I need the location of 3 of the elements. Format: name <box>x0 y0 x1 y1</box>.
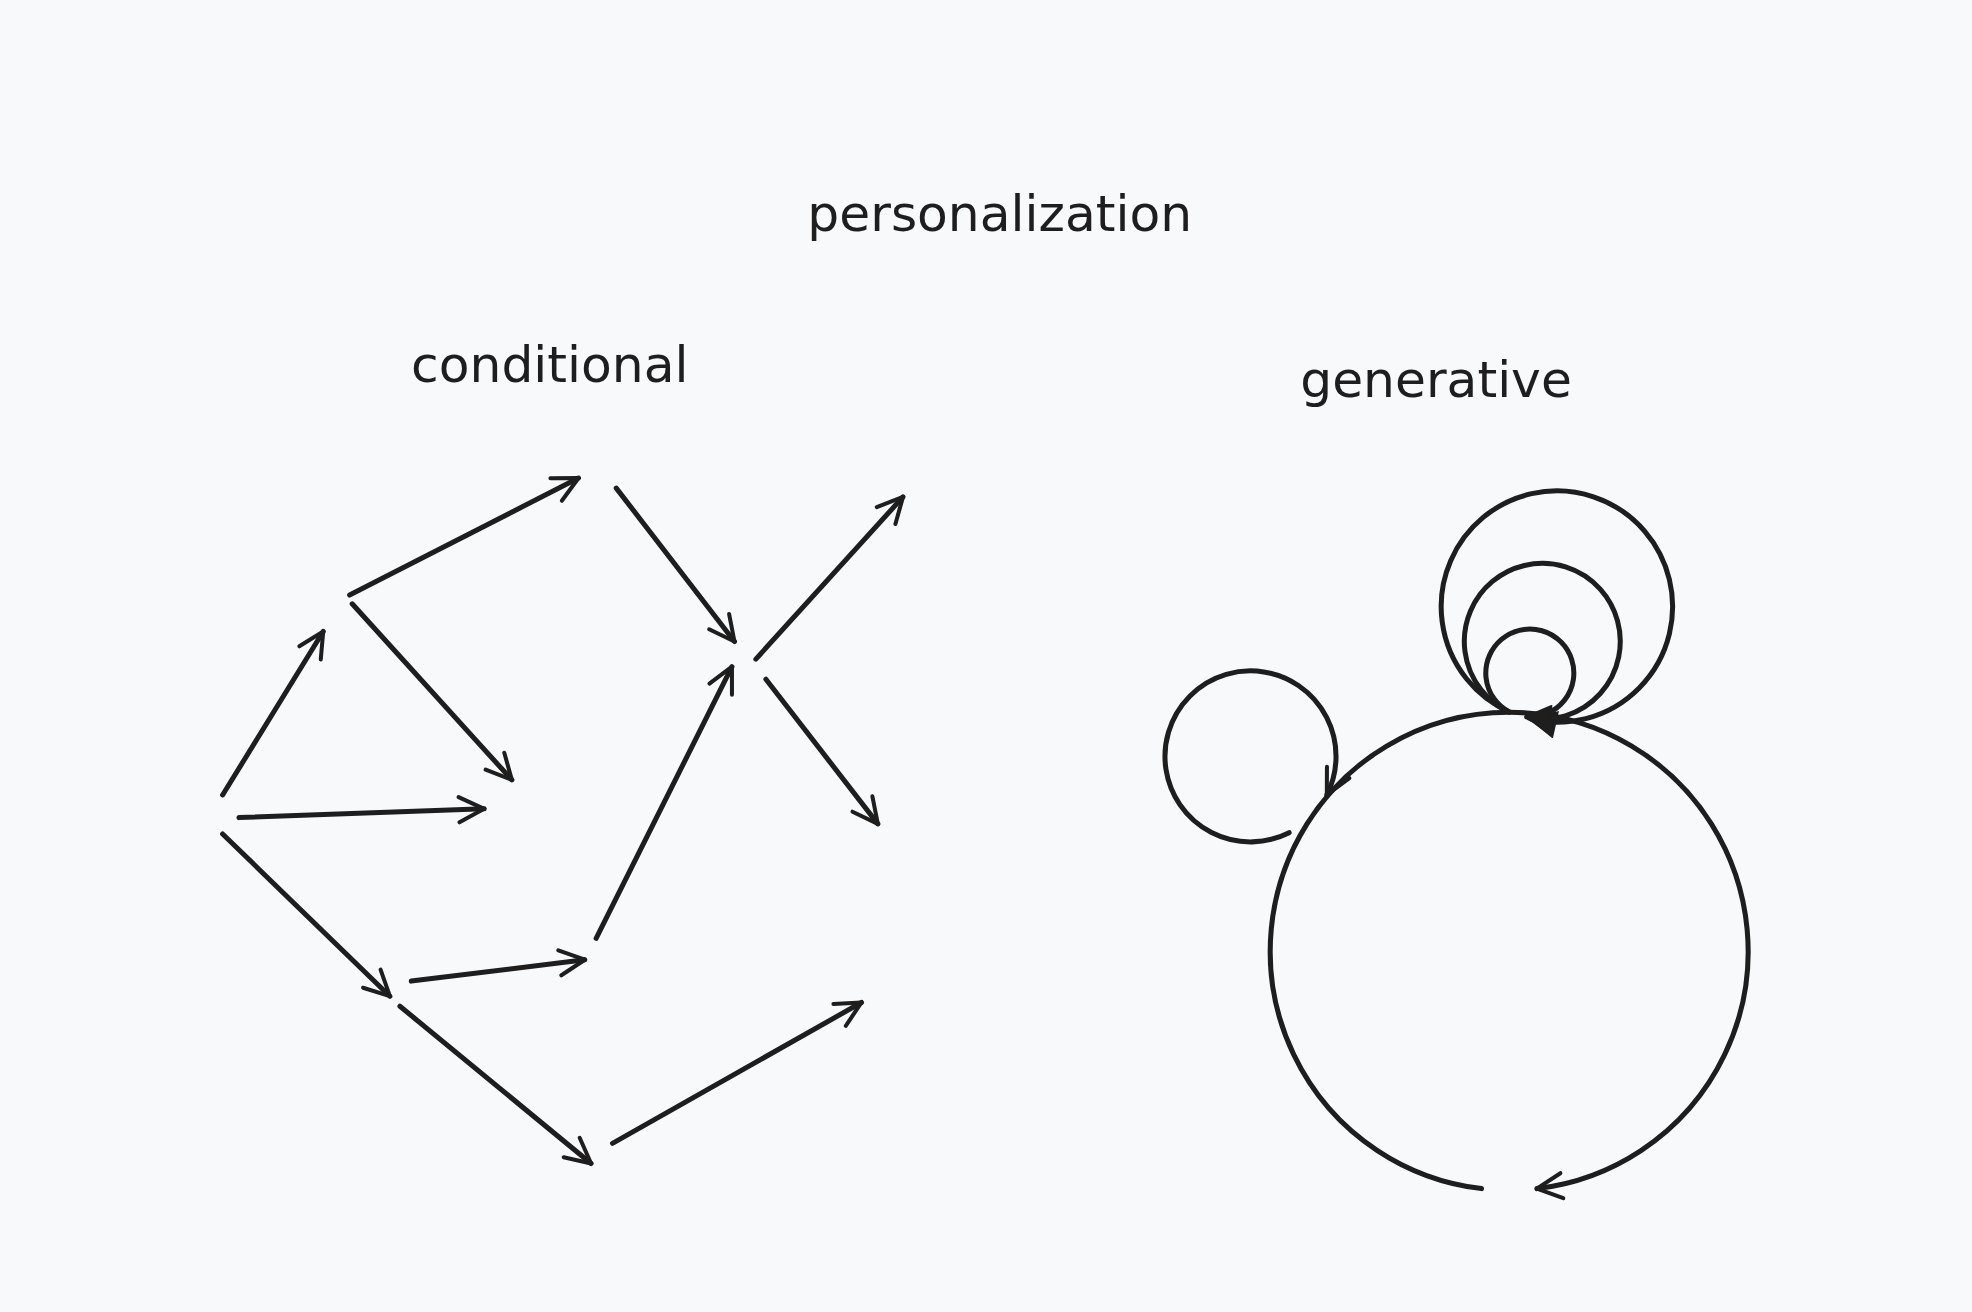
section-heading: generative <box>1300 354 1572 406</box>
section-heading: conditional <box>411 339 689 391</box>
title: personalization <box>807 188 1193 240</box>
